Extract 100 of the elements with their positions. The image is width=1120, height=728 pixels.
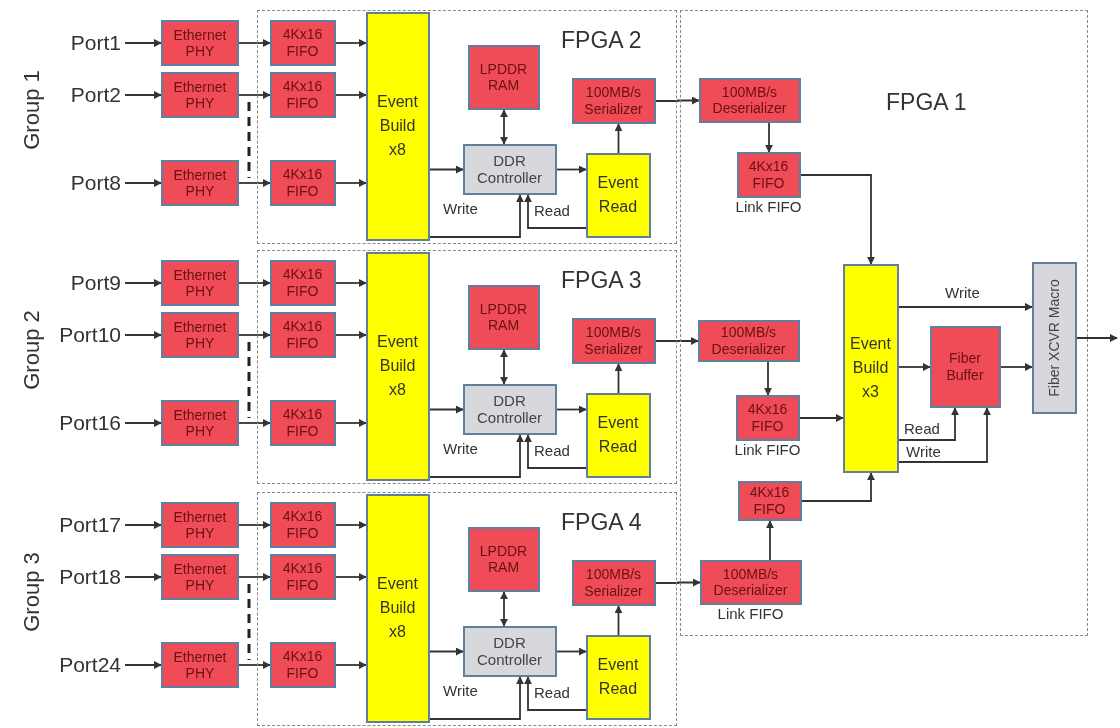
block-label: Ethernet PHY — [173, 78, 227, 112]
block-label: 4Kx16 FIFO — [282, 78, 323, 111]
arrow — [1076, 334, 1118, 342]
arrow — [556, 647, 587, 656]
arrow — [238, 39, 271, 47]
region-title: FPGA 1 — [886, 89, 967, 116]
arrow — [238, 521, 271, 529]
block-label: Ethernet PHY — [173, 166, 227, 200]
region-title: FPGA 2 — [561, 27, 642, 54]
arrow — [335, 521, 367, 529]
phy-block — [161, 642, 239, 688]
event-builder-block — [842, 263, 899, 473]
arrow — [429, 405, 464, 414]
serializer-block — [571, 559, 656, 606]
arrow — [898, 363, 931, 371]
arrow — [556, 165, 587, 174]
fpga-region — [680, 10, 1088, 636]
block-label: Fiber XCVR Macro — [1045, 277, 1063, 399]
serializer-block — [571, 317, 656, 364]
block-label: Ethernet PHY — [173, 508, 227, 542]
fifo-block — [269, 311, 336, 358]
port-label: Port1 — [50, 20, 125, 66]
arrow — [429, 434, 524, 478]
arrow — [765, 122, 773, 153]
fifo-block — [269, 553, 336, 600]
arrow — [764, 361, 772, 396]
buffer-block — [929, 325, 1001, 408]
block-label: Ethernet PHY — [173, 318, 227, 352]
port-label: Port18 — [50, 554, 125, 600]
event-read-block — [585, 392, 651, 478]
memory-block — [467, 284, 540, 350]
arrow — [124, 661, 162, 669]
phy-block — [161, 400, 239, 446]
block-label: 100MB/s Deserializer — [713, 565, 788, 599]
arrow — [429, 165, 464, 174]
arrow — [500, 349, 508, 385]
arrow — [801, 472, 875, 502]
arrow — [335, 573, 367, 581]
phy-block — [161, 20, 239, 66]
arrow — [335, 279, 367, 287]
memory-block — [467, 526, 540, 592]
phy-block — [161, 160, 239, 206]
caption-text: Link FIFO — [735, 197, 802, 215]
arrow — [898, 407, 959, 441]
block-label: Ethernet PHY — [173, 648, 227, 682]
phy-block — [161, 260, 239, 306]
arrow — [799, 414, 844, 422]
arrow — [655, 578, 701, 587]
fifo-block — [269, 399, 336, 446]
arrow — [524, 194, 587, 229]
block-label: 4Kx16 FIFO — [282, 318, 323, 351]
arrow — [335, 39, 367, 47]
block-label: Ethernet PHY — [173, 266, 227, 300]
fifo-block — [269, 259, 336, 306]
arrow — [556, 405, 587, 414]
arrow — [524, 676, 587, 711]
phy-block — [161, 312, 239, 358]
arrow — [335, 661, 367, 669]
arrow — [124, 279, 162, 287]
arrow — [335, 91, 367, 99]
block-label: 100MB/s Serializer — [584, 566, 643, 599]
block-label: 4Kx16 FIFO — [282, 406, 323, 439]
port-label: Port16 — [50, 400, 125, 446]
arrow — [614, 363, 623, 394]
arrow — [429, 194, 524, 238]
block-label: Event Build x8 — [377, 332, 418, 400]
block-label: Ethernet PHY — [173, 26, 227, 60]
arrow — [238, 661, 271, 669]
phy-block — [161, 554, 239, 600]
arrow — [655, 96, 700, 105]
arrow — [429, 676, 524, 720]
block-label: Event Build x3 — [850, 334, 891, 402]
phy-block — [161, 502, 239, 548]
block-label: 4Kx16 FIFO — [282, 508, 323, 541]
arrow — [124, 331, 162, 339]
block-label: 4Kx16 FIFO — [749, 484, 790, 517]
block-label: LPDDR RAM — [479, 542, 528, 576]
fifo-block — [737, 480, 802, 521]
block-label: DDR Controller — [477, 391, 542, 427]
block-label: Event Build x8 — [377, 92, 418, 160]
arrow — [238, 279, 271, 287]
arrow — [500, 591, 508, 627]
arrow — [429, 647, 464, 656]
arrow — [335, 331, 367, 339]
fifo-block — [269, 641, 336, 688]
fifo-block — [269, 71, 336, 118]
arrow — [238, 573, 271, 581]
block-label: Ethernet PHY — [173, 406, 227, 440]
block-label: DDR Controller — [477, 633, 542, 669]
port-label: Port10 — [50, 312, 125, 358]
arrow — [800, 174, 875, 265]
region-title: FPGA 3 — [561, 267, 642, 294]
port-label: Port17 — [50, 502, 125, 548]
arrow — [766, 520, 774, 561]
phy-block — [161, 72, 239, 118]
caption-text: Link FIFO — [717, 604, 784, 622]
block-label: Event Read — [597, 173, 639, 217]
arrow — [238, 91, 271, 99]
event-builder-block — [365, 493, 430, 723]
event-read-block — [585, 634, 651, 720]
